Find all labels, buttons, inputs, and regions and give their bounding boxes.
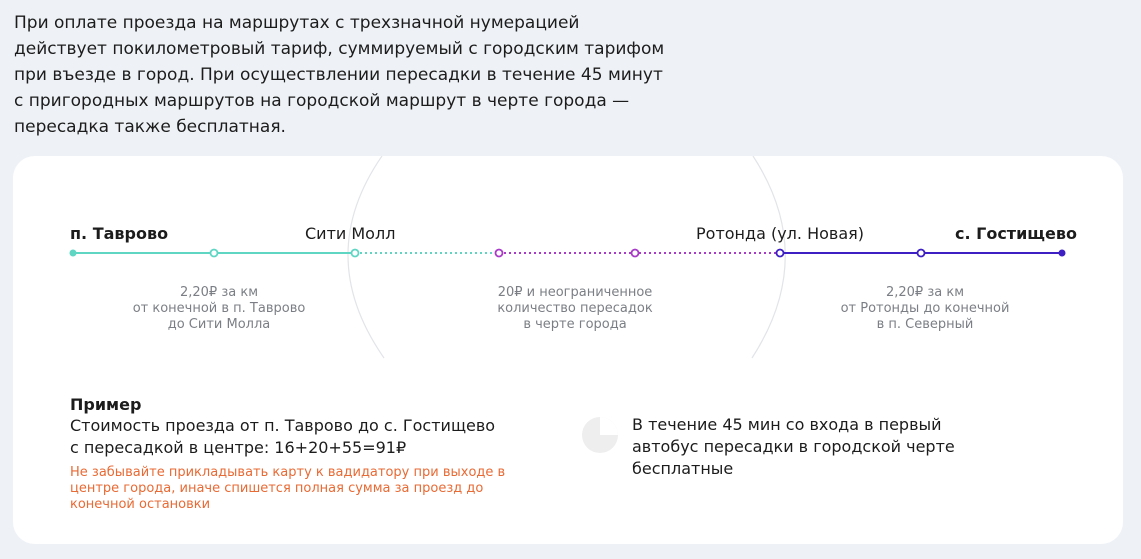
route-point-tavrovo [69,249,77,257]
tariff-card: п. Таврово Сити Молл Ротонда (ул. Новая)… [13,156,1123,544]
stop-label-rotonda: Ротонда (ул. Новая) [696,224,864,243]
city-boundary-right-arc [751,156,786,359]
city-boundary-arcs [347,156,786,359]
route-point-7 [916,248,926,258]
example-title: Пример [70,395,142,414]
route-point-5 [630,248,640,258]
intro-paragraph: При оплате проезда на маршрутах с трехзн… [14,13,665,137]
route-point-city-mall [350,248,360,258]
city-boundary-left-arc [347,156,385,359]
stop-label-gostishchevo: с. Гостищево [955,224,1077,243]
route-line [69,248,1066,258]
route-point-2 [209,248,219,258]
route-point-gostishchevo [1058,249,1066,257]
tariff-suburban-right: 2,20₽ за км от Ротонды до конечной в п. … [840,285,1010,332]
route-point-rotonda [775,248,785,258]
tariff-suburban-left: 2,20₽ за км от конечной в п. Таврово до … [132,285,306,332]
example-text: Стоимость проезда от п. Таврово до с. Го… [70,416,496,457]
stop-label-city-mall: Сити Молл [305,224,396,243]
timer-icon [582,417,618,453]
transfer-note: В течение 45 мин со входа в первый автоб… [632,415,955,478]
tariff-city: 20₽ и неограниченное количество пересадо… [497,285,653,332]
route-point-4 [494,248,504,258]
stop-label-tavrovo: п. Таврово [70,224,169,243]
validator-warning: Не забывайте прикладывать карту к вадида… [70,465,506,512]
